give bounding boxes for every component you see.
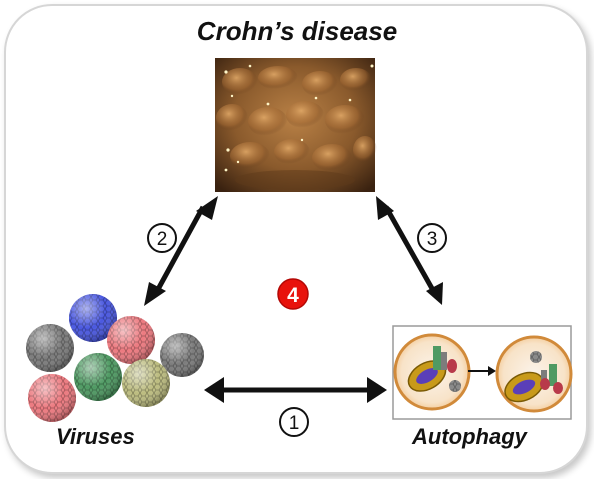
arrow-viruses-crohn <box>144 196 218 306</box>
virus-particle-icon <box>107 316 155 364</box>
virus-particle-icon <box>26 324 74 372</box>
virus-particle-icon <box>122 359 170 407</box>
number-one-label: 1 <box>289 413 300 434</box>
arrow-viruses-autophagy <box>204 377 387 403</box>
arrow-crohn-autophagy <box>376 196 443 305</box>
transition-arrow-icon <box>468 366 496 376</box>
number-three-label: 3 <box>427 229 438 250</box>
number-one-badge: 1 <box>279 407 309 437</box>
autophagy-label: Autophagy <box>412 424 527 449</box>
number-three-badge: 3 <box>417 223 447 253</box>
virus-particle-icon <box>160 333 204 377</box>
crohns-disease-title: Crohn’s disease <box>196 16 398 46</box>
virus-particle-icon <box>74 353 122 401</box>
virus-cluster <box>26 294 204 422</box>
number-two-badge: 2 <box>147 223 177 253</box>
crohns-endoscopy-image <box>215 58 377 192</box>
virus-particle-icon <box>69 294 117 342</box>
virus-particle-icon <box>28 374 76 422</box>
number-four-label: 4 <box>287 284 299 307</box>
cell-after-icon <box>495 335 573 413</box>
viruses-label: Viruses <box>56 424 135 449</box>
number-two-label: 2 <box>157 229 168 250</box>
autophagy-cell-illustration <box>392 325 573 420</box>
cell-before-icon <box>393 333 471 411</box>
number-four-badge: 4 <box>277 278 309 310</box>
